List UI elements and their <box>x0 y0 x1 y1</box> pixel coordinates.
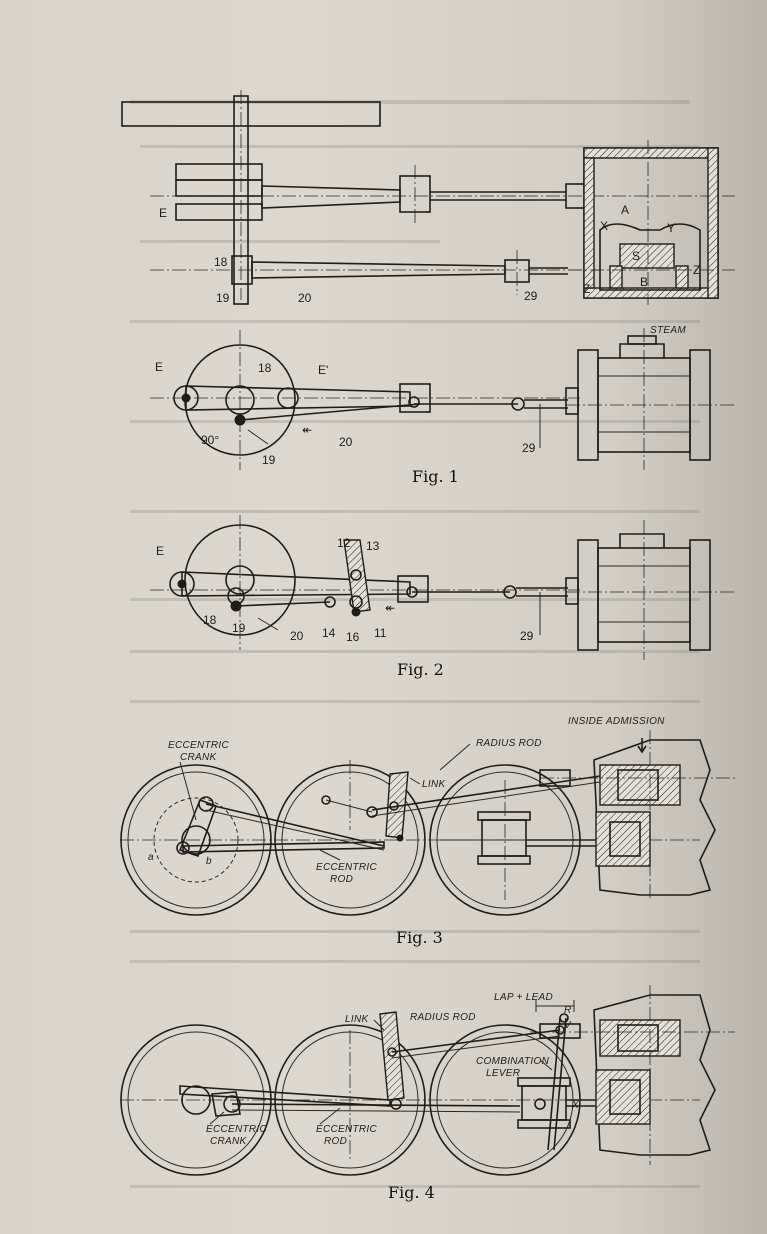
label: E <box>159 206 167 220</box>
label: COMBINATION <box>476 1056 550 1067</box>
label: Y <box>667 221 675 235</box>
label: LEVER <box>486 1068 520 1079</box>
label: RADIUS ROD <box>476 738 542 749</box>
label: 19 <box>262 453 276 467</box>
label: INSIDE ADMISSION <box>568 716 665 727</box>
label: 90° <box>201 433 219 447</box>
cylinder-fig3 <box>539 730 735 900</box>
label: A <box>621 203 629 217</box>
fig1-elevation-view: ↞ <box>150 328 735 470</box>
label: 19 <box>216 291 230 305</box>
label: 11 <box>374 626 387 640</box>
fig2-labels: E 12 13 18 19 20 14 16 11 29 <box>156 536 534 644</box>
label: LAP + LEAD <box>494 992 553 1003</box>
label: 20 <box>339 435 353 449</box>
cylinder-fig4 <box>530 985 735 1165</box>
label: CRANK <box>210 1136 248 1147</box>
label: 20 <box>290 629 304 643</box>
label: RADIUS ROD <box>410 1012 476 1023</box>
link-12 <box>343 539 371 613</box>
fig1-plan-labels: E A X Y S B Z Z 18 19 20 29 <box>159 203 700 305</box>
label: V <box>564 1020 572 1031</box>
main-rod <box>231 1103 521 1107</box>
label: ECCENTRIC <box>316 1124 378 1135</box>
label: B <box>640 275 648 289</box>
label: 18 <box>214 255 228 269</box>
radius-rod <box>391 1029 561 1053</box>
fig1-plan-view <box>121 90 735 305</box>
label: E <box>155 360 163 374</box>
label: 19 <box>232 621 246 635</box>
main-rod <box>182 841 385 853</box>
label: 12 <box>337 536 351 550</box>
label: ECCENTRIC <box>206 1124 268 1135</box>
label: 16 <box>346 630 360 644</box>
label: E' <box>318 363 328 377</box>
label: 18 <box>203 613 217 627</box>
svg-text:↞: ↞ <box>385 601 395 615</box>
label: LINK <box>345 1014 369 1025</box>
radius-rod <box>371 775 601 811</box>
label: R <box>564 1005 572 1016</box>
crosshead <box>481 819 527 857</box>
label: a <box>148 852 154 863</box>
cylinder-section <box>568 140 735 305</box>
label: X <box>571 1100 579 1111</box>
label: Z <box>693 263 700 277</box>
valve-s <box>619 243 675 269</box>
label: X <box>600 219 608 233</box>
show-through-text <box>130 100 700 1188</box>
label: 13 <box>366 539 380 553</box>
flywheel <box>121 101 381 127</box>
fig4-walschaerts-gear <box>120 985 735 1176</box>
label: b <box>206 856 212 867</box>
svg-text:↞: ↞ <box>302 423 312 437</box>
label: 29 <box>520 629 534 643</box>
label: 29 <box>522 441 536 455</box>
fig3-labels: ECCENTRIC CRANK a b ECCENTRIC ROD LINK R… <box>148 716 665 885</box>
label: 29 <box>524 289 538 303</box>
eccentric-rod <box>179 1085 391 1107</box>
eccentric-rod <box>205 803 385 847</box>
fig3-locomotive-valve-gear <box>120 730 735 916</box>
label: 18 <box>258 361 272 375</box>
figure-caption: Fig. 3 <box>396 928 443 947</box>
figure-caption: Fig. 2 <box>397 660 444 679</box>
cylinder-elevation-2 <box>565 520 735 660</box>
label: ECCENTRIC <box>316 862 378 873</box>
label: 20 <box>298 291 312 305</box>
label: CRANK <box>180 752 218 763</box>
label: S <box>632 249 640 263</box>
label: E <box>156 544 164 558</box>
cylinder-elevation <box>565 328 735 470</box>
label: Z <box>583 282 590 296</box>
label: ROD <box>324 1136 347 1147</box>
eccentric-rod-plan <box>261 185 401 209</box>
figure-caption: Fig. 4 <box>388 1183 435 1202</box>
fig2-link-motion: ↞ <box>150 515 735 660</box>
label: LINK <box>422 779 446 790</box>
label: STEAM <box>650 325 686 336</box>
fig4-labels: LINK RADIUS ROD LAP + LEAD R V COMBINATI… <box>206 992 579 1147</box>
fig1-elevation-labels: E E' 18 90° 19 20 29 STEAM <box>155 325 686 467</box>
label: ECCENTRIC <box>168 740 230 751</box>
crankshaft <box>233 95 249 305</box>
label: 14 <box>322 626 336 640</box>
label: ROD <box>330 874 353 885</box>
figure-caption: Fig. 1 <box>412 467 459 486</box>
eccentric-crank <box>211 1091 241 1117</box>
